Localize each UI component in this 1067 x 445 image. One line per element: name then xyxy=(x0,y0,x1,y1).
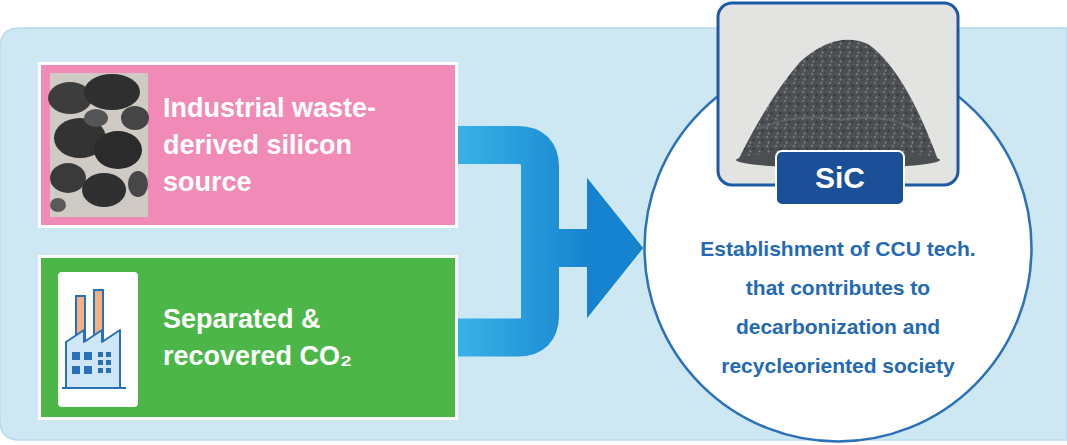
merge-arrow xyxy=(458,178,643,338)
rock-photo xyxy=(48,73,149,217)
arrow-head xyxy=(587,178,643,318)
sic-photo xyxy=(718,3,958,185)
node-text: Separated & recovered CO₂ xyxy=(163,301,413,375)
product-label: SiC xyxy=(775,150,905,206)
factory-icon xyxy=(58,272,138,407)
node-text: Industrial waste-derived silicon source xyxy=(163,90,413,201)
product-name: SiC xyxy=(815,160,865,196)
arrow-head xyxy=(587,178,643,318)
node-text: Establishment of CCU tech. that contribu… xyxy=(688,229,988,385)
arrow-band xyxy=(458,248,591,338)
